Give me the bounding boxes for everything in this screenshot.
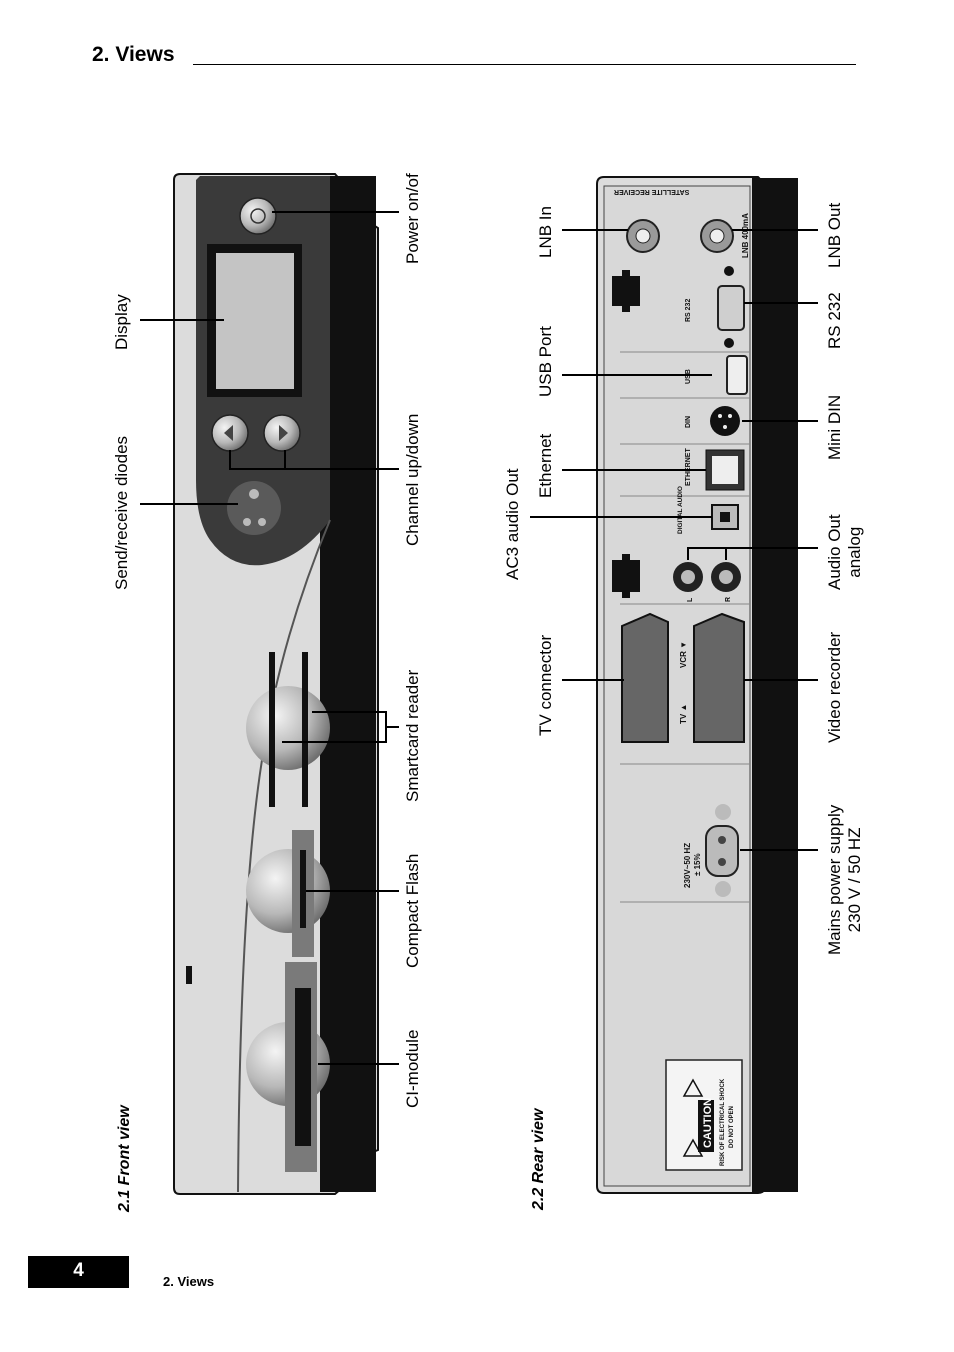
front-leader-lines [140, 211, 399, 1065]
label-ethernet: Ethernet [536, 433, 555, 498]
device-text-satellite-receiver: SATELLITE RECEIVER [614, 188, 689, 195]
page-number: 4 [28, 1256, 129, 1288]
label-mains-line2: 230 V / 50 HZ [845, 827, 864, 933]
title-rule [193, 64, 856, 65]
label-mini-din: Mini DIN [825, 394, 844, 460]
label-audio-out-line2: analog [845, 526, 864, 578]
device-text-rs232: RS 232 [685, 299, 692, 322]
footer-section: 2. Views [163, 1274, 215, 1289]
label-tv-connector: TV connector [536, 634, 555, 736]
label-ci-module: CI-module [403, 1029, 422, 1108]
rear-view-device [596, 176, 798, 1194]
label-mains-line1: Mains power supply [825, 804, 844, 955]
device-text-lnb-400ma: LNB 400mA [741, 213, 750, 258]
label-power: Power on/of [403, 173, 422, 264]
device-text-right: R [725, 597, 732, 602]
label-lnb-in: LNB In [536, 206, 555, 258]
device-text-tv: TV ▲ [679, 704, 688, 724]
device-text-ethernet: ETHERNET [685, 448, 692, 486]
label-compact-flash: Compact Flash [403, 853, 422, 968]
label-display: Display [112, 294, 131, 350]
label-send-receive-diodes: Send/receive diodes [112, 435, 131, 590]
device-text-caution: CAUTION [702, 1098, 714, 1148]
device-text-power-rating-1: 230V~50 HZ [683, 843, 692, 888]
device-text-caution-2: RISK OF ELECTRICAL SHOCK [720, 1078, 726, 1166]
label-audio-out: Audio Out analog [825, 514, 865, 590]
device-text-usb: USB [685, 369, 692, 384]
label-usb-port: USB Port [536, 326, 555, 397]
label-audio-out-line1: Audio Out [825, 514, 844, 590]
label-video-recorder: Video recorder [825, 631, 844, 743]
device-text-digital-audio: DIGITAL AUDIO [677, 486, 684, 534]
device-text-vcr: VCR ▼ [679, 641, 688, 668]
device-text-caution-3: DO NOT OPEN [729, 1106, 735, 1148]
device-text-left: L [687, 597, 694, 602]
label-ac3-audio-out: AC3 audio Out [503, 468, 522, 580]
caption-rear-view: 2.2 Rear view [530, 1108, 547, 1210]
label-smartcard-reader: Smartcard reader [403, 669, 422, 802]
label-rs232: RS 232 [825, 292, 844, 349]
label-lnb-out: LNB Out [825, 202, 844, 268]
rear-leader-lines [530, 229, 818, 851]
rear-device-text: SATELLITE RECEIVER LNB 400mA RS 232 USB … [614, 188, 750, 1166]
device-text-power-rating-2: ± 15% [693, 853, 702, 876]
label-mains-power: Mains power supply 230 V / 50 HZ [825, 805, 865, 955]
device-text-din: DIN [685, 416, 692, 428]
caption-front-view: 2.1 Front view [116, 1105, 133, 1212]
label-channel: Channel up/down [403, 413, 422, 546]
page-title: 2. Views [92, 43, 175, 66]
front-view-device [173, 173, 379, 1195]
